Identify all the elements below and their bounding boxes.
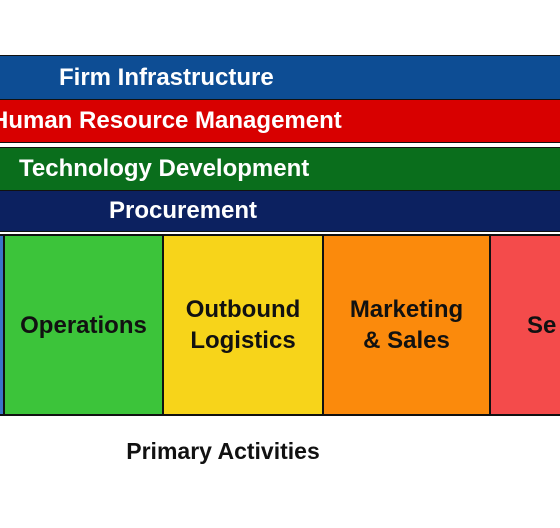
support-bar-human-resource-management: Human Resource Management (0, 99, 560, 143)
primary-box-service: Se (489, 234, 560, 416)
support-bar-label: Technology Development (19, 155, 310, 182)
primary-box-outbound-logistics: Outbound Logistics (162, 234, 324, 416)
support-bar-technology-development: Technology Development (0, 147, 560, 191)
primary-box-operations: Operations (3, 234, 164, 416)
primary-box-label: Se (527, 311, 557, 339)
support-bar-firm-infrastructure: Firm Infrastructure (0, 55, 560, 101)
support-bar-label: Procurement (109, 197, 258, 224)
primary-box-label: Outbound Logistics (185, 296, 301, 354)
primary-box-marketing-sales: Marketing & Sales (322, 234, 491, 416)
primary-activities-label: Primary Activities (126, 438, 320, 464)
support-bar-label: Human Resource Management (0, 107, 342, 134)
support-bar-label: Firm Infrastructure (59, 64, 274, 91)
primary-box-label: Operations (20, 311, 147, 339)
support-bar-procurement: Procurement (0, 190, 560, 232)
primary-box-label: Marketing & Sales (349, 296, 464, 354)
